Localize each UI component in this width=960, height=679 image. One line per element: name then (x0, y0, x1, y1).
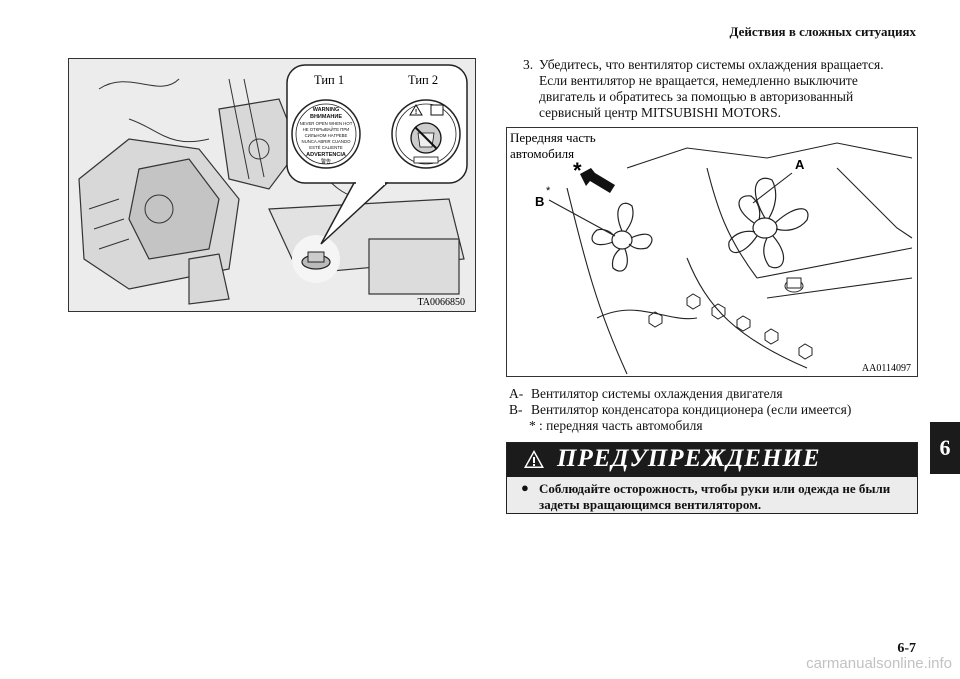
warning-title: ПРЕДУПРЕЖДЕНИЕ (557, 445, 821, 472)
warning-box: ПРЕДУПРЕЖДЕНИЕ ● Соблюдайте осторожность… (506, 442, 918, 514)
step-number: 3. (523, 57, 534, 72)
step-3: 3. Убедитесь, что вентилятор системы охл… (523, 57, 915, 121)
legend-text-b: Вентилятор конденсатора кондиционера (ес… (531, 402, 852, 417)
cap-warning-en: WARNING (313, 107, 340, 113)
fan-b-star: * (546, 185, 551, 197)
page-number: 6-7 (897, 641, 916, 656)
front-star: * (573, 158, 582, 183)
step-text: Убедитесь, что вентилятор системы охлажд… (539, 57, 884, 120)
legend-text-a: Вентилятор системы охлаждения двигателя (531, 386, 783, 401)
warning-body: ● Соблюдайте осторожность, чтобы руки ил… (507, 477, 917, 513)
type-2-label: Тип 2 (408, 73, 438, 87)
cap-line-4: НЕ ОТКРЫВАЙТЕ ПРИ (303, 127, 350, 132)
cap-kanji: 警告 (321, 158, 331, 165)
fan-a-label: A (795, 157, 805, 172)
watermark: carmanualsonline.info (806, 655, 952, 672)
cap-line-7: ESTÉ CALIENTE (309, 145, 343, 150)
legend-row-b: B- Вентилятор конденсатора кондиционера … (509, 402, 919, 418)
svg-text:!: ! (415, 109, 417, 116)
engine-bay-illustration: Тип 1 Тип 2 WARNING ВНИМАНИЕ NEVER OPEN … (68, 58, 476, 312)
legend-key-star: * (529, 418, 536, 433)
figure-legend: A- Вентилятор системы охлаждения двигате… (509, 386, 919, 434)
cap-line-6: NUNCA ABRIR CUANDO (302, 139, 352, 144)
cooling-fans-illustration: Передняя часть автомобиля * B * A AA0114… (506, 127, 918, 377)
warning-text-line2: задеты вращающимся вентилятором. (539, 497, 762, 512)
front-label-line2: автомобиля (510, 146, 574, 161)
fan-b-label: B (535, 194, 544, 209)
warning-bullet: ● (521, 480, 529, 495)
type-1-label: Тип 1 (314, 73, 344, 87)
warning-text-line1: Соблюдайте осторожность, чтобы руки или … (539, 481, 891, 496)
figure-code-2: AA0114097 (862, 363, 911, 374)
legend-row-a: A- Вентилятор системы охлаждения двигате… (509, 386, 919, 402)
legend-row-star: * : передняя часть автомобиля (509, 418, 919, 434)
legend-text-star: : передняя часть автомобиля (539, 418, 703, 433)
warning-header: ПРЕДУПРЕЖДЕНИЕ (507, 443, 917, 477)
cap-warning-ru: ВНИМАНИЕ (310, 114, 342, 120)
warning-triangle-icon (524, 450, 544, 468)
figure-code-1: TA0066850 (417, 297, 465, 308)
chapter-title: Действия в сложных ситуациях (729, 24, 916, 39)
legend-key-b: B- (509, 402, 523, 417)
cap-line-3: NEVER OPEN WHEN HOT (300, 121, 353, 126)
front-label-line1: Передняя часть (510, 130, 596, 145)
chapter-tab: 6 (930, 422, 960, 474)
legend-key-a: A- (509, 386, 524, 401)
cap-line-5: СИЛЬНОМ НАГРЕВЕ (305, 133, 348, 138)
cap-advertencia: ADVERTENCIA (306, 152, 346, 158)
